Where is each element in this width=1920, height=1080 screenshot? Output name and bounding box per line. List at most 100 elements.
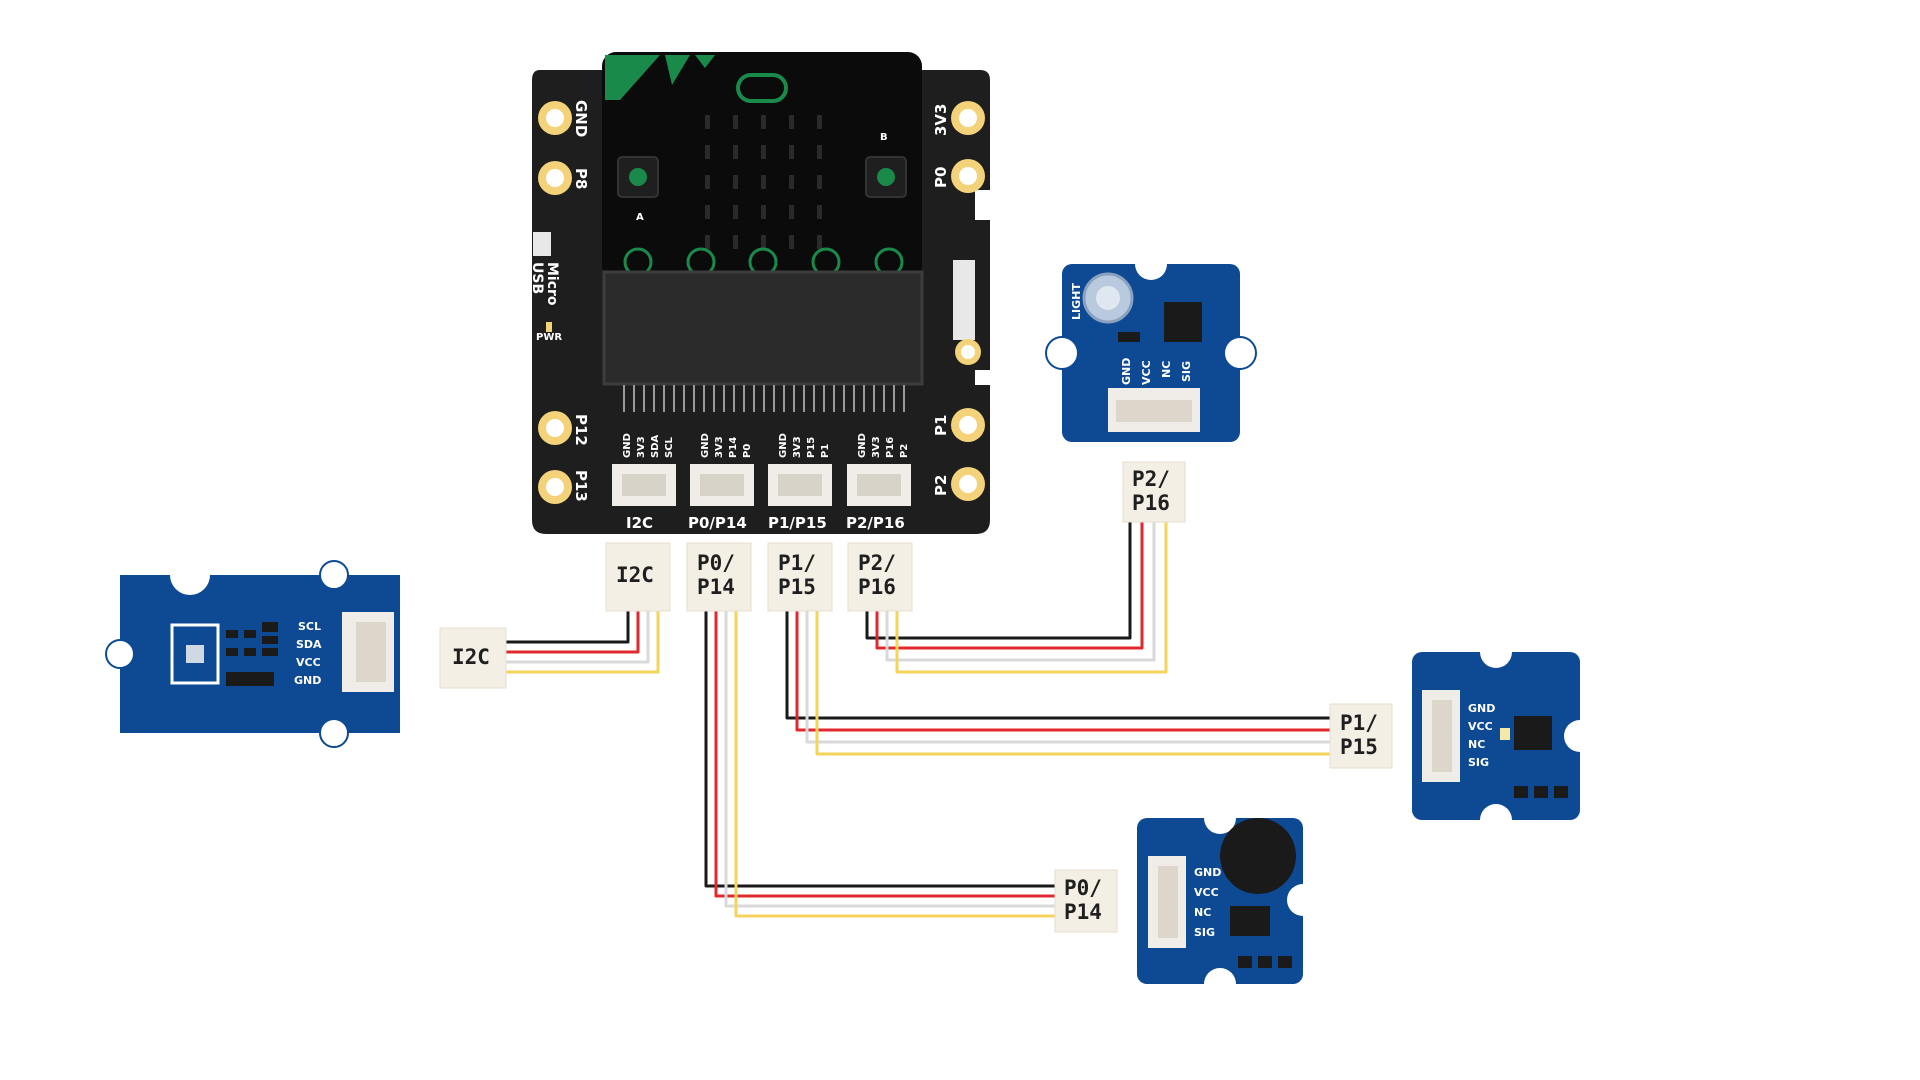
svg-text:3V3: 3V3 (792, 436, 803, 458)
left-pads: GND P8 P12 P13 (538, 100, 590, 504)
ic-chip (1230, 906, 1270, 936)
svg-text:VCC: VCC (1194, 886, 1219, 899)
analog-sensor-module: GND VCC NC SIG (1412, 636, 1596, 836)
svg-text:NC: NC (1468, 738, 1485, 751)
connector-name-p2p16: P2/P16 (846, 514, 905, 532)
usb-port (533, 232, 551, 256)
connector-pin-labels: GND 3V3 SDA SCL GND 3V3 P14 P0 GND 3V3 P… (622, 433, 910, 458)
side-connector (953, 260, 975, 340)
end-plugs: I2C P2/ P16 P1/ P15 P0/ P14 (439, 461, 1393, 933)
pad-label-gnd: GND (572, 100, 590, 137)
connector-name-p1p15: P1/P15 (768, 514, 827, 532)
plug-p0p14-top (686, 542, 752, 612)
svg-text:P16: P16 (1132, 491, 1170, 515)
wire-p2-white (885, 515, 1156, 662)
svg-text:P14: P14 (728, 437, 739, 458)
wire-p2-black (865, 515, 1132, 640)
wire-p2-yellow (895, 515, 1168, 674)
svg-text:I2C: I2C (616, 563, 654, 587)
svg-text:P2/: P2/ (858, 551, 896, 575)
microbit-face (602, 52, 922, 280)
microphone-icon (1220, 818, 1296, 894)
svg-text:GND: GND (778, 433, 789, 458)
pad-label-p2: P2 (932, 475, 950, 496)
right-pads: 3V3 P0 P1 P2 (932, 101, 985, 501)
board-grove-connectors (612, 464, 911, 506)
svg-text:P14: P14 (1064, 900, 1102, 924)
svg-text:P0/: P0/ (697, 551, 735, 575)
light-sensor-title: LIGHT (1070, 283, 1083, 320)
green-stripe-3 (695, 55, 715, 68)
svg-text:SIG: SIG (1468, 756, 1489, 769)
svg-text:GND: GND (622, 433, 633, 458)
svg-text:P1/: P1/ (778, 551, 816, 575)
pad-label-p8: P8 (572, 168, 590, 189)
button-b-cap (877, 168, 895, 186)
edge-connector-slot (602, 270, 924, 386)
svg-text:NC: NC (1160, 361, 1173, 378)
plug-light-module (1122, 461, 1186, 523)
plug-p2p16-top (847, 542, 913, 612)
svg-text:3V3: 3V3 (636, 436, 647, 458)
svg-text:I2C: I2C (452, 645, 490, 669)
connector-name-p0p14: P0/P14 (688, 514, 747, 532)
svg-text:VCC: VCC (1140, 360, 1153, 385)
pwr-label: PWR (536, 332, 562, 343)
microbit-logo-icon (736, 73, 788, 103)
light-sensor-module: LIGHT GND VCC NC SIG (1045, 248, 1257, 442)
ic-chip (1514, 716, 1552, 750)
wire-p0-yellow (734, 610, 1055, 918)
svg-text:SIG: SIG (1194, 926, 1215, 939)
plug-i2c-module (439, 627, 507, 689)
pad-label-p12: P12 (572, 414, 590, 446)
wire-i2c-black (505, 610, 630, 644)
green-stripe-2 (665, 55, 690, 85)
ic-chip (1164, 302, 1202, 342)
sensor-chip-outline (170, 623, 220, 685)
sound-sensor-module: GND VCC NC SIG (1137, 802, 1319, 1000)
sensor-chip (186, 645, 204, 663)
top-row-plugs: I2C P0/ P14 P1/ P15 P2/ P16 (605, 542, 913, 612)
svg-text:GND: GND (857, 433, 868, 458)
plug-p1p15-top (767, 542, 833, 612)
button-a-label: A (636, 212, 644, 223)
plug-i2c-top (605, 542, 671, 612)
pad-label-p13: P13 (572, 470, 590, 502)
button-a-cap (629, 168, 647, 186)
svg-text:3V3: 3V3 (714, 436, 725, 458)
svg-text:SIG: SIG (1180, 361, 1193, 382)
usb-label-micro: Micro (544, 262, 560, 306)
wire-p1-red (795, 610, 1330, 732)
svg-text:GND: GND (1120, 358, 1133, 385)
svg-text:P15: P15 (1340, 735, 1378, 759)
wire-i2c-yellow (505, 610, 660, 674)
svg-text:SDA: SDA (650, 434, 661, 458)
wire-p0-black (704, 610, 1055, 888)
svg-text:P16: P16 (858, 575, 896, 599)
svg-text:P2: P2 (899, 444, 910, 458)
svg-text:P0: P0 (742, 444, 753, 458)
svg-text:P15: P15 (806, 437, 817, 458)
wire-p1-yellow (815, 610, 1330, 756)
wire-i2c-white (505, 610, 650, 664)
plug-sound-module (1054, 869, 1118, 933)
svg-text:P0/: P0/ (1064, 876, 1102, 900)
wire-i2c-red (505, 610, 640, 654)
mount-hole (319, 718, 349, 748)
svg-text:VCC: VCC (296, 656, 321, 669)
pad-label-p1: P1 (932, 415, 950, 436)
button-b-label: B (880, 132, 888, 143)
wire-p0-red (714, 610, 1055, 898)
svg-text:P2/: P2/ (1132, 467, 1170, 491)
svg-text:GND: GND (1194, 866, 1221, 879)
pwr-led (546, 322, 552, 332)
mount-hole (319, 560, 349, 590)
svg-text:GND: GND (700, 433, 711, 458)
wire-p1-black (785, 610, 1330, 720)
usb-label-usb: USB (529, 262, 545, 294)
wires (505, 515, 1330, 918)
connector-name-i2c: I2C (626, 514, 653, 532)
svg-text:VCC: VCC (1468, 720, 1493, 733)
svg-text:P15: P15 (778, 575, 816, 599)
